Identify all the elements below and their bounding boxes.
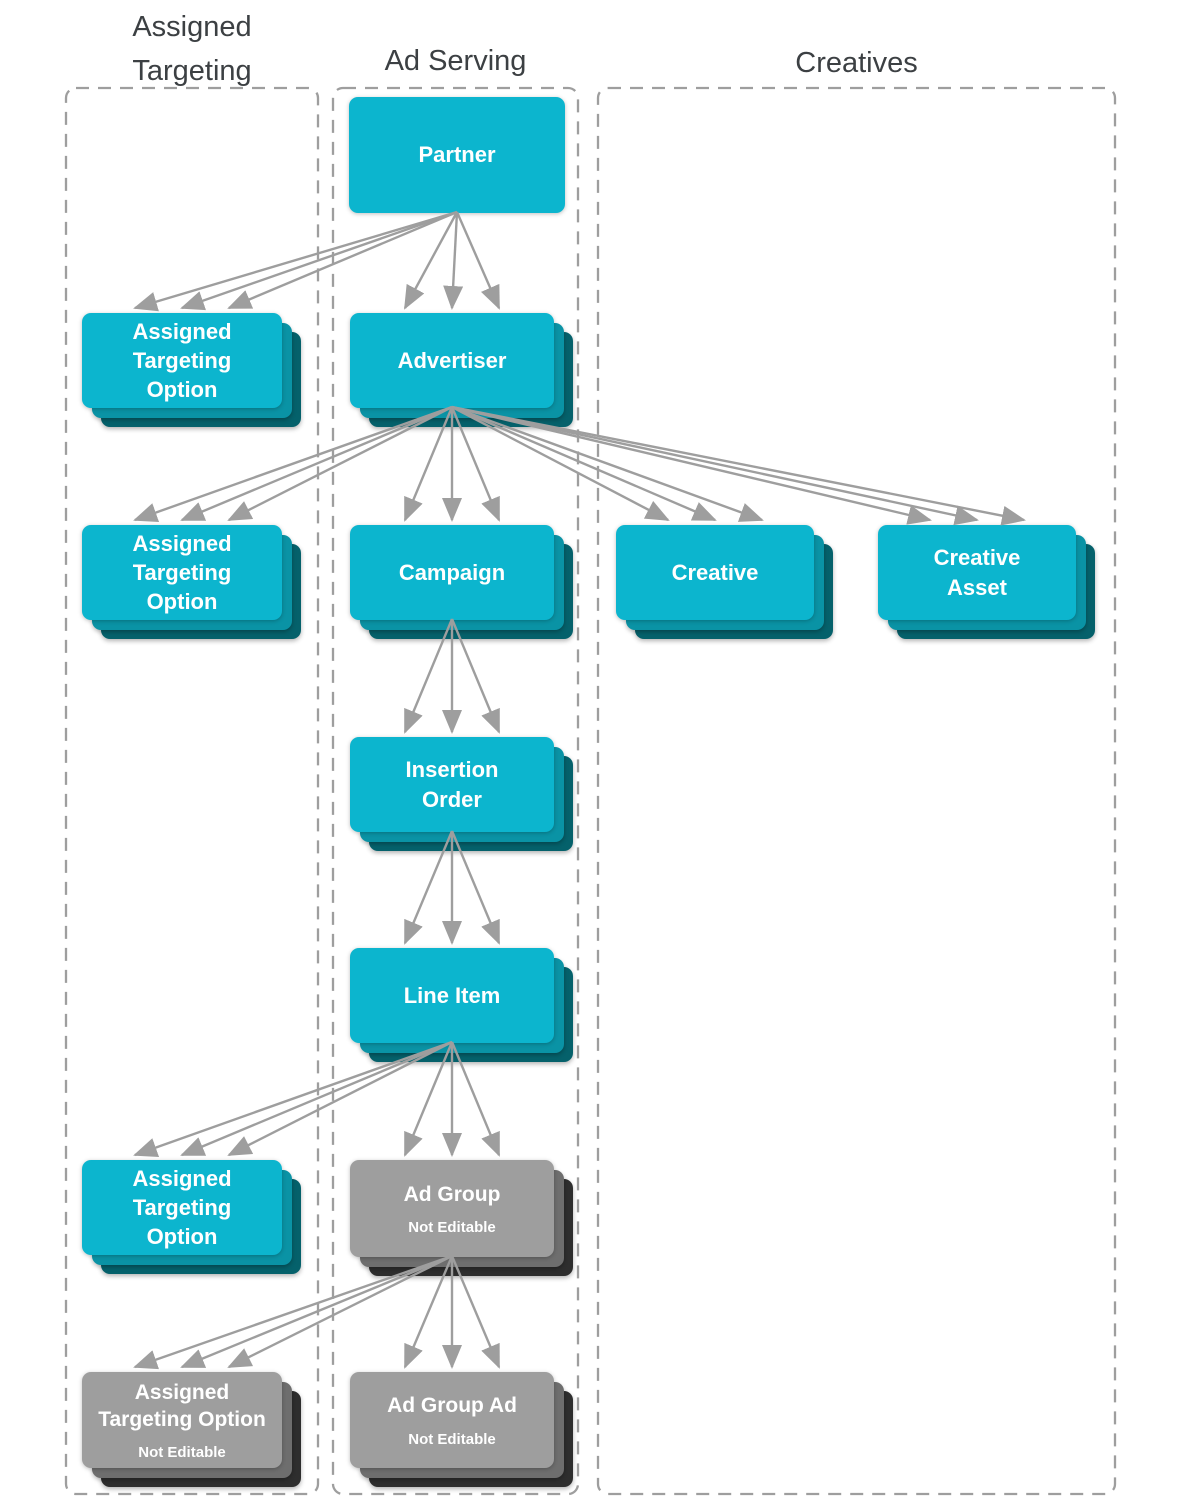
node-label: Assigned Targeting Option bbox=[98, 1381, 266, 1431]
arrow-line bbox=[133, 210, 458, 312]
node-face: Partner bbox=[349, 97, 565, 213]
node-campaign: Campaign bbox=[350, 525, 573, 639]
arrow-line bbox=[180, 210, 458, 311]
node-label: Creative bbox=[671, 559, 759, 585]
arrow-line bbox=[403, 211, 459, 310]
node-label: Creative Asset bbox=[933, 545, 1021, 600]
node-face: Advertiser bbox=[350, 313, 554, 408]
column-title-creatives: Creatives bbox=[795, 47, 918, 79]
node-face: Campaign bbox=[350, 525, 554, 620]
node-creative: Creative bbox=[616, 525, 833, 639]
node-face: Assigned Targeting Option bbox=[82, 525, 282, 620]
node-creative-asset: Creative Asset bbox=[878, 525, 1095, 639]
node-face: Creative Asset bbox=[878, 525, 1076, 620]
node-label: Campaign bbox=[398, 559, 506, 585]
node-note: Not Editable bbox=[408, 1219, 496, 1237]
node-ato-partner: Assigned Targeting Option bbox=[82, 313, 301, 427]
node-line-item: Line Item bbox=[350, 948, 573, 1062]
node-label: Insertion Order bbox=[405, 757, 499, 812]
node-ad-group-ad: Ad Group Ad Not Editable bbox=[350, 1372, 573, 1487]
node-insertion-order: Insertion Order bbox=[350, 737, 573, 851]
node-face: Ad Group Ad Not Editable bbox=[350, 1372, 554, 1468]
arrow-line bbox=[227, 210, 458, 310]
node-label: Advertiser bbox=[397, 347, 507, 373]
arrow-line bbox=[443, 211, 464, 310]
node-note: Not Editable bbox=[138, 1443, 226, 1461]
node-label: Assigned Targeting Option bbox=[132, 530, 232, 615]
column-title-ad-serving: Ad Serving bbox=[384, 45, 527, 77]
node-label: Ad Group Ad bbox=[387, 1394, 517, 1418]
node-note: Not Editable bbox=[408, 1430, 496, 1448]
node-label: Assigned Targeting Option bbox=[132, 318, 232, 403]
node-face: Assigned Targeting Option bbox=[82, 313, 282, 408]
node-face: Assigned Targeting Option bbox=[82, 1160, 282, 1255]
node-advertiser: Advertiser bbox=[350, 313, 573, 427]
column-border bbox=[596, 86, 1117, 1496]
node-partner: Partner bbox=[349, 97, 565, 213]
node-face: Line Item bbox=[350, 948, 554, 1043]
node-label: Ad Group bbox=[403, 1182, 501, 1206]
node-label: Assigned Targeting Option bbox=[132, 1165, 232, 1250]
node-ato-advertiser: Assigned Targeting Option bbox=[82, 525, 301, 639]
node-face: Creative bbox=[616, 525, 814, 620]
node-face: Insertion Order bbox=[350, 737, 554, 832]
node-label: Partner bbox=[418, 142, 496, 168]
node-ato-line-item: Assigned Targeting Option bbox=[82, 1160, 301, 1274]
arrow-line bbox=[455, 211, 501, 310]
column-border bbox=[64, 86, 320, 1496]
column-title-assigned-targeting: Assigned Targeting bbox=[132, 11, 252, 87]
node-label: Line Item bbox=[403, 982, 501, 1008]
